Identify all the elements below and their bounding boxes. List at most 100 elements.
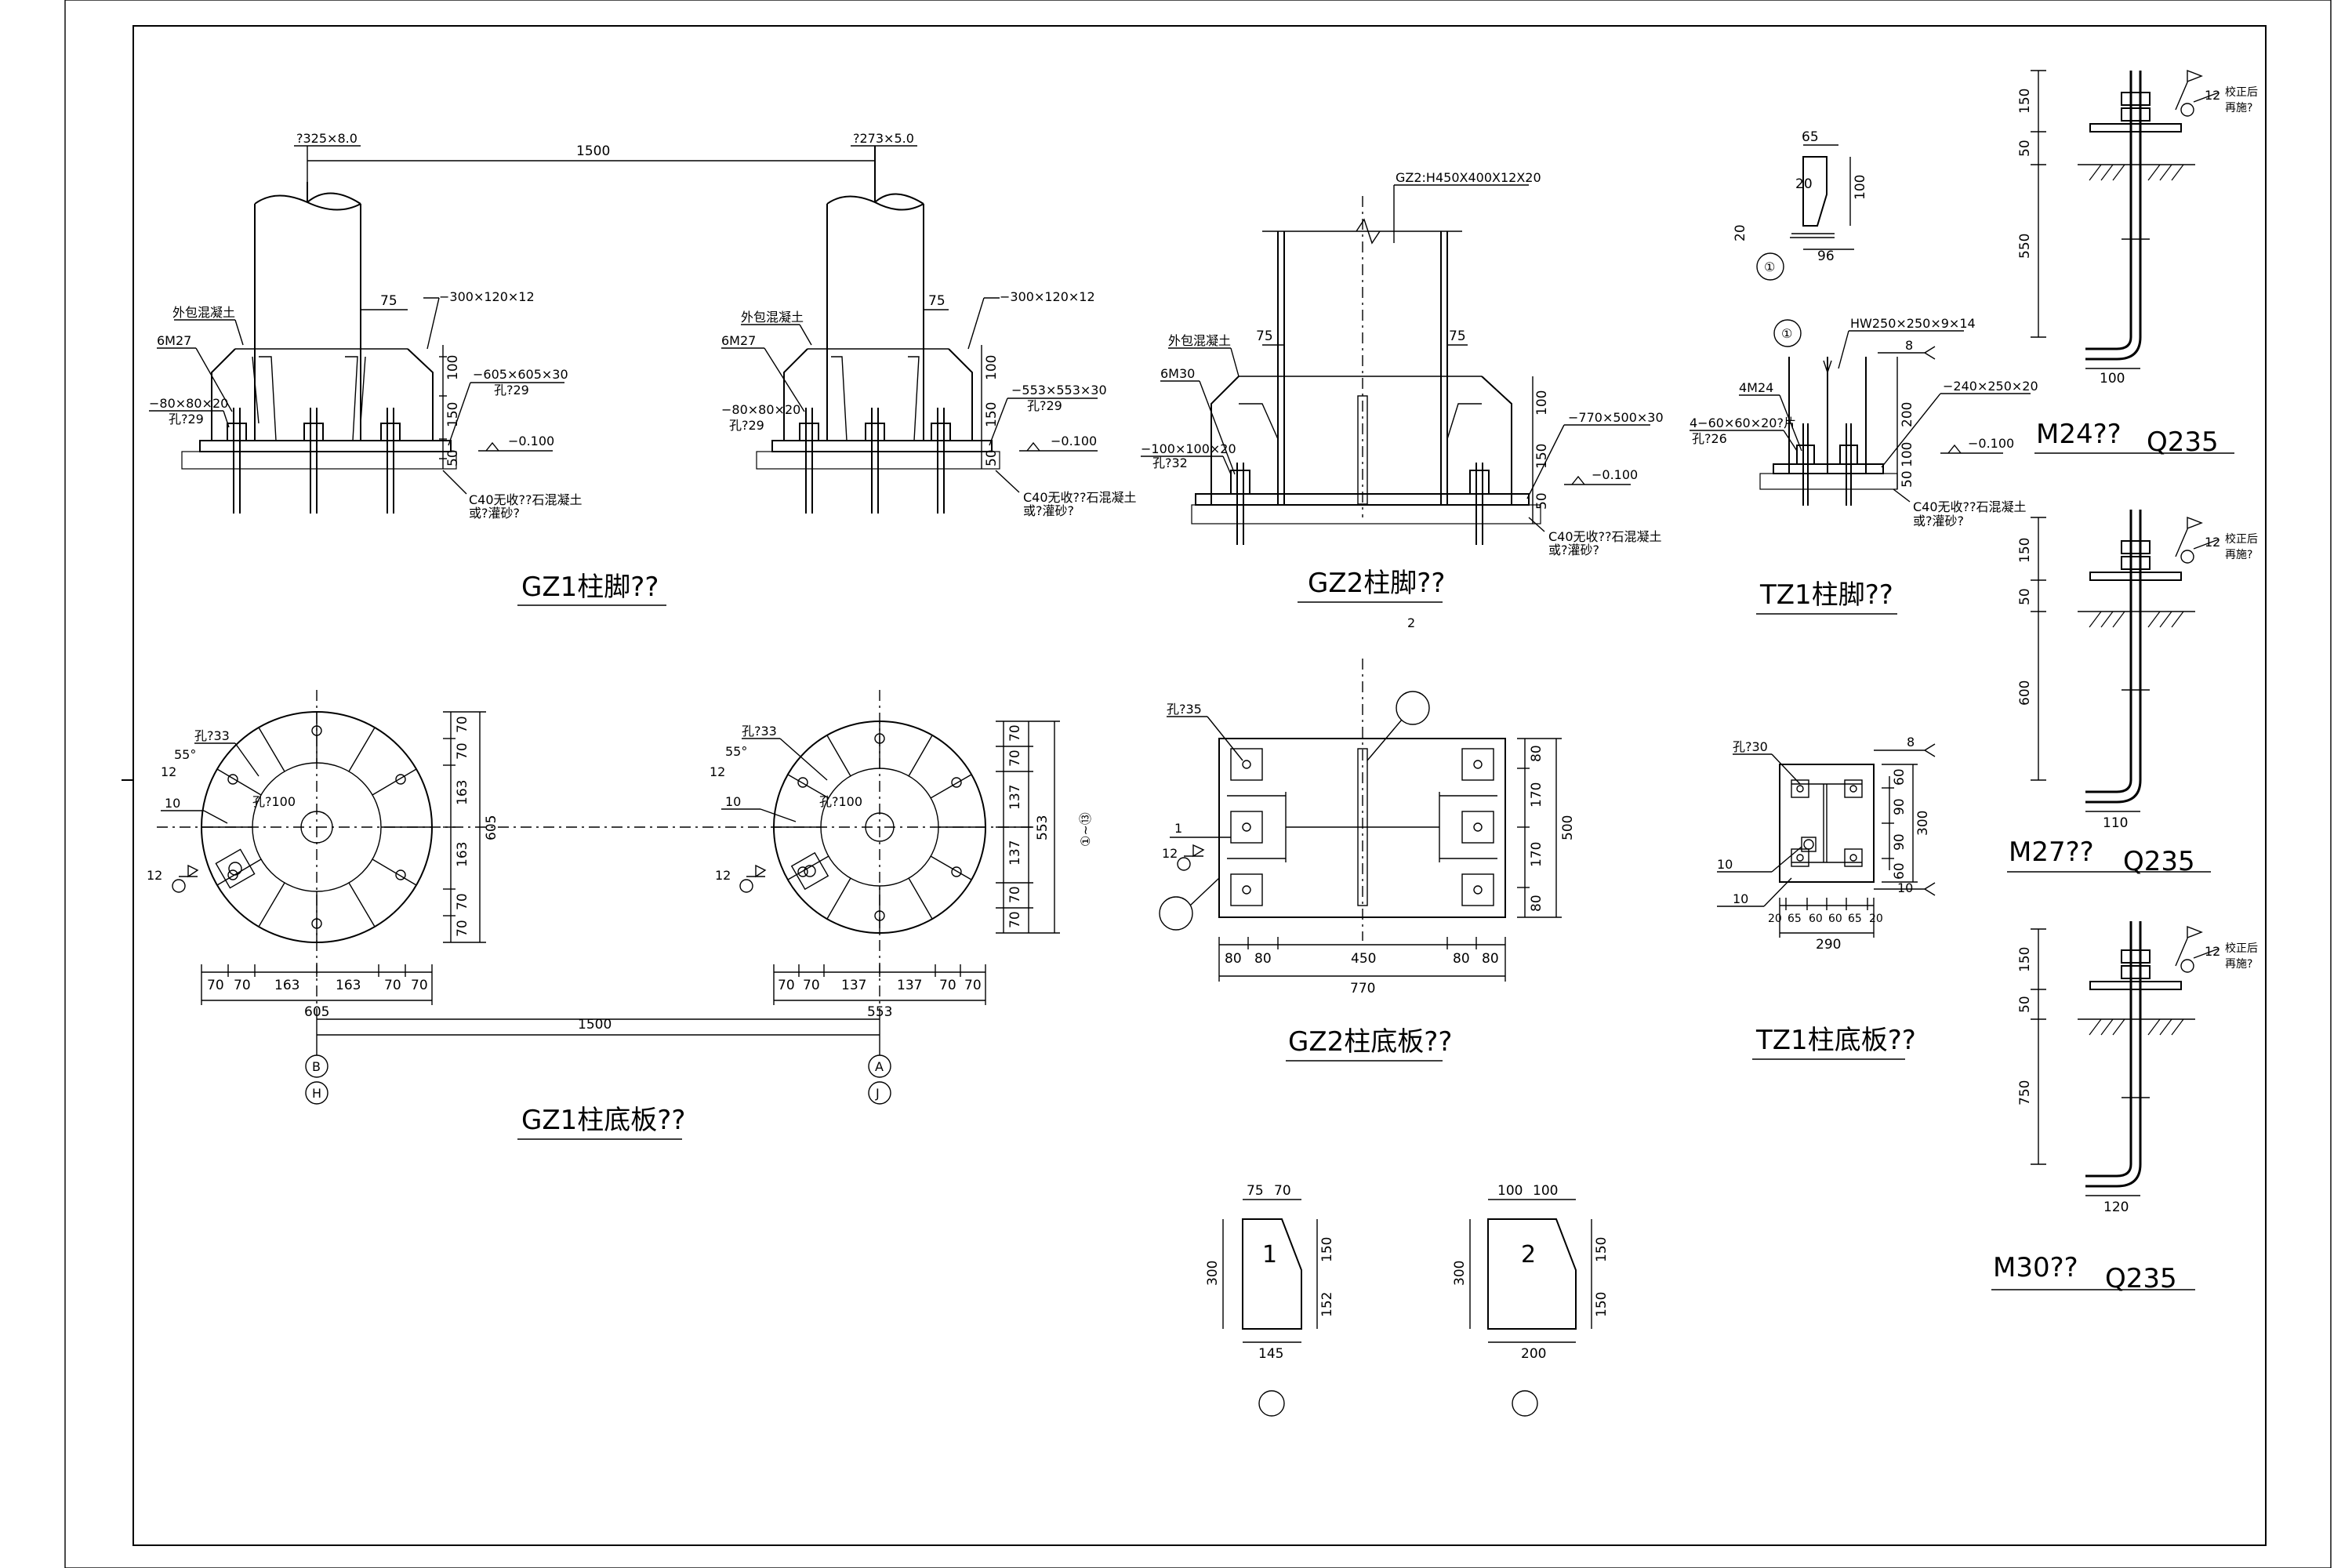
gz1-grout-1: C40无收??石混凝土 — [469, 492, 583, 507]
gz2-elev: −0.100 — [1592, 467, 1638, 482]
gz1r-dim-50: 50 — [984, 449, 1000, 466]
stiffener-plate-2: 2 100 100 150 150 300 200 — [1452, 1183, 1610, 1417]
gz2-plate-hdim-3: 80 — [1453, 951, 1470, 967]
m27-dim150: 150 — [2017, 538, 2033, 563]
m27-material: Q235 — [2123, 846, 2195, 877]
gz1r-stiffener-label: −300×120×12 — [1000, 289, 1095, 304]
tz1-bolts-label: 4M24 — [1739, 380, 1773, 395]
tz1-plate-hdim-1: 65 — [1788, 913, 1802, 925]
tz1-plate-hole: 孔?30 — [1733, 739, 1768, 754]
gz1-pipe-right-label: ?273×5.0 — [853, 131, 914, 146]
gz1-foot-title: GZ1柱脚?? — [521, 572, 659, 603]
gz1-span: 1500 — [576, 143, 610, 159]
gz2-plate-hdim-2: 450 — [1351, 951, 1376, 967]
stiff-plate1-dim70: 70 — [1274, 1183, 1291, 1199]
gz1r-dim-100: 100 — [984, 355, 1000, 380]
gz1-pipe-left-label: ?325×8.0 — [296, 131, 358, 146]
gz1-plate-vdim-2: 163 — [455, 780, 470, 805]
gz1-plate-center-left: 孔?100 — [252, 794, 296, 809]
stiff-plate2-dim150a: 150 — [1594, 1237, 1610, 1262]
m24-title: M24?? — [2036, 419, 2122, 450]
gz1-plate-hole-right: 孔?33 — [742, 724, 777, 739]
tz1-dim-100: 100 — [1900, 442, 1915, 467]
outer-frame — [64, 0, 2332, 1568]
gz1-washer-hole-label: 孔?29 — [169, 412, 204, 426]
gz2-dim-50: 50 — [1534, 492, 1550, 510]
gz2-bolts-label: 6M30 — [1160, 366, 1195, 381]
gz2-encasing-label: 外包混凝土 — [1168, 333, 1231, 348]
stiff-plate2-dim300: 300 — [1452, 1261, 1468, 1286]
stiff-plate1-dim145: 145 — [1258, 1346, 1283, 1362]
gz1r-plate-hdim-4: 70 — [939, 978, 956, 993]
m24-dim150: 150 — [2017, 89, 2033, 114]
gz1-plate-vdim-5: 70 — [455, 920, 470, 937]
tz1-plate-vtotal: 300 — [1915, 811, 1931, 836]
stiff1-dim-100: 100 — [1853, 175, 1868, 200]
tz1-plate-weld8: 8 — [1907, 735, 1915, 750]
gz2-dim-150: 150 — [1534, 444, 1550, 469]
gz1-washer-label: −80×80×20 — [149, 396, 228, 411]
stiff-plate2-dim100b: 100 — [1533, 1183, 1558, 1199]
gz1-plate-title: GZ1柱底板?? — [521, 1105, 685, 1136]
tz1-marker: ① — [1781, 326, 1792, 341]
tz1-elev: −0.100 — [1968, 436, 2014, 451]
gz2-plate-vdim-0: 80 — [1529, 745, 1544, 762]
m30-note2: 再施? — [2225, 958, 2252, 971]
gz1-plate-hdim-2: 163 — [274, 978, 299, 993]
tz1-washer-hole-label: 孔?26 — [1692, 431, 1727, 446]
m24-dim-embed: 550 — [2017, 234, 2033, 259]
gz1-plate-label: −605×605×30 — [473, 367, 568, 382]
gz1-plate-hdim-4: 70 — [384, 978, 401, 993]
inner-frame — [132, 25, 2267, 1546]
anchor-bolt-m24: 150 50 550 100 12 校正后 再施? M24?? Q235 — [2017, 69, 2258, 458]
gz2-plate-mark1: 1 — [1174, 821, 1182, 836]
gz1-plate-angle-right: 55° — [725, 744, 747, 759]
m24-dim50: 50 — [2017, 140, 2033, 157]
stiff-plate1-dim75: 75 — [1247, 1183, 1264, 1199]
gz2-plate-vtotal: 500 — [1560, 815, 1576, 840]
tz1-plate-vdim-0: 60 — [1892, 768, 1907, 786]
gz1r-plate-vdim-0: 70 — [1007, 724, 1023, 742]
gz1r-washer-label: −80×80×20 — [721, 402, 800, 417]
m27-note2: 再施? — [2225, 549, 2252, 561]
gz1-plate-weld12-right: 12 — [710, 764, 725, 779]
gz2-section-label: GZ2:H450X400X12X20 — [1396, 170, 1541, 185]
m24-note1: 校正后 — [2225, 85, 2258, 99]
tz1-grout-2: 或?灌砂? — [1913, 514, 1964, 528]
stiff-plate2-dim150b: 150 — [1594, 1292, 1610, 1317]
m30-dim-hook: 120 — [2103, 1200, 2129, 1215]
m24-note2: 再施? — [2225, 102, 2252, 114]
tz1-foot-detail: ① 200 100 50 HW250×250×9×14 8 4M24 4−60×… — [1690, 316, 2038, 615]
gz1r-plate-hdim-2: 137 — [841, 978, 866, 993]
stiff-plate2-dim100a: 100 — [1497, 1183, 1523, 1199]
gz2-plate-vdim-1: 170 — [1529, 782, 1544, 808]
gz1r-plate-vdim-4: 70 — [1007, 886, 1023, 903]
gz1-plate-htotal-left: 605 — [304, 1004, 329, 1020]
tz1-foot-title: TZ1柱脚?? — [1759, 579, 1893, 611]
grid-left-top: B — [312, 1059, 321, 1074]
gz2-plate-vdim-2: 170 — [1529, 842, 1544, 867]
gz2-plate-weld12: 12 — [1162, 846, 1178, 861]
gz1r-plate-label: −553×553×30 — [1011, 383, 1107, 397]
tz1-plate-weld10b: 10 — [1733, 891, 1748, 906]
m24-weld: 12 — [2205, 88, 2220, 103]
tz1-plate-hdim-5: 20 — [1869, 913, 1883, 925]
gz2-plate-title: GZ2柱底板?? — [1288, 1026, 1452, 1058]
gz1-bolts-label: 6M27 — [157, 333, 191, 348]
m24-dim-hook: 100 — [2100, 371, 2125, 387]
m30-dim150: 150 — [2017, 947, 2033, 972]
gz1r-grout-2: 或?灌砂? — [1023, 503, 1074, 518]
gz1-plate-center-right: 孔?100 — [819, 794, 862, 809]
gz1-plate-weld12-left: 12 — [161, 764, 176, 779]
anchor-bolt-m27: 150 50 600 110 12 校正后 再施? M27?? Q235 — [2007, 510, 2258, 877]
m27-dim50: 50 — [2017, 588, 2033, 605]
gz1-plate-weld12b-left: 12 — [147, 868, 162, 883]
gz2-plate-vdim-3: 80 — [1529, 895, 1544, 912]
tz1-plate-vdim-2: 90 — [1892, 833, 1907, 851]
gz2-washer-label: −100×100×20 — [1141, 441, 1236, 456]
gz1r-plate-hdim-3: 137 — [897, 978, 922, 993]
gz1-dim-50: 50 — [445, 449, 461, 466]
tz1-grout-1: C40无收??石混凝土 — [1913, 499, 2027, 514]
gz1r-encasing-label: 外包混凝土 — [741, 310, 804, 325]
